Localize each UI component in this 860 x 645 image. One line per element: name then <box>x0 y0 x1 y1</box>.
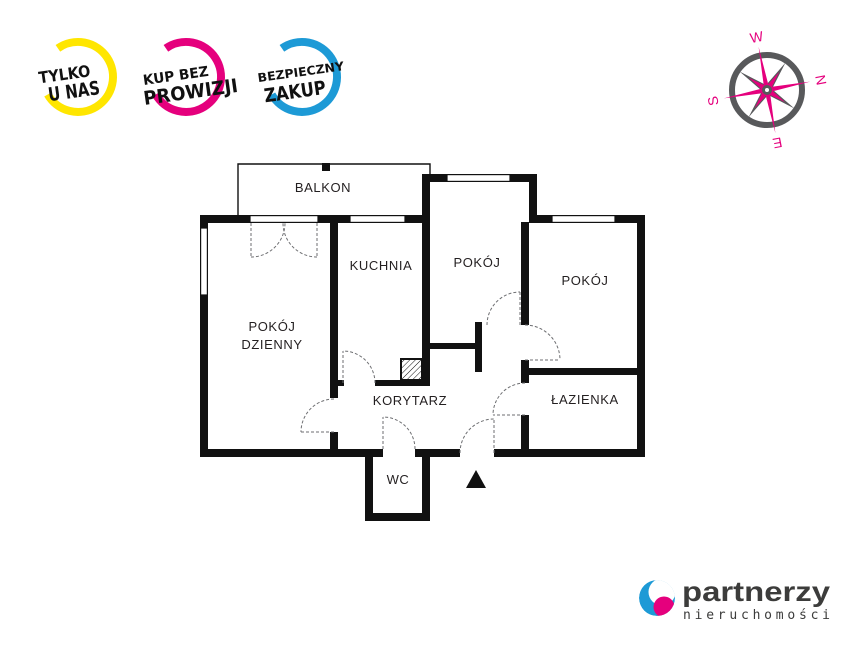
wall-segment <box>615 215 645 223</box>
wall-segment <box>405 215 430 223</box>
wall-segment <box>338 380 344 386</box>
partnerzy-logo-icon <box>639 580 675 616</box>
badge-bezpieczny-zakup: BEZPIECZNY ZAKUP <box>257 38 345 116</box>
door-swing <box>524 324 561 361</box>
wall-segment <box>422 174 447 182</box>
wall-segment <box>330 432 338 449</box>
floor-plan: BALKON KUCHNIA POKÓJ POKÓJ POKÓJ DZIENNY… <box>200 163 645 521</box>
compass-letter-east: E <box>771 134 783 151</box>
window <box>200 227 209 296</box>
wall-segment <box>521 368 645 375</box>
door-swing <box>486 291 521 326</box>
compass-center-dot <box>765 88 769 92</box>
wall-segment <box>318 215 350 223</box>
label-room-middle: POKÓJ <box>453 255 500 270</box>
door-swing <box>382 416 416 450</box>
window <box>551 215 616 224</box>
wall-segment <box>430 343 482 349</box>
label-living-room-line1: POKÓJ <box>248 319 295 334</box>
compass-letter-north: N <box>812 74 830 87</box>
compass-rose-icon: W N E S <box>704 28 830 152</box>
balcony-door-right <box>282 222 318 258</box>
ventilation-shaft <box>400 358 423 381</box>
wall-segment <box>375 380 430 386</box>
badge-text-group: KUP BEZ PROWIZJI <box>142 64 239 110</box>
wall-segment <box>529 215 552 223</box>
wall-segment <box>529 174 537 222</box>
label-room-right: POKÓJ <box>561 273 608 288</box>
wall-segment <box>415 449 460 457</box>
door-swing <box>300 398 335 433</box>
wall-segment <box>422 174 430 386</box>
wall-segment <box>200 449 383 457</box>
kitchen-door <box>342 350 376 384</box>
badge-ring <box>268 38 341 116</box>
wall-segment <box>330 223 338 398</box>
wall-segment <box>200 215 250 223</box>
wall-segment <box>365 449 373 521</box>
logo-tagline: nieruchomości <box>683 608 830 623</box>
door-swing <box>282 222 318 258</box>
balcony-outline <box>237 163 431 215</box>
window <box>349 215 406 224</box>
middle-room-door <box>486 291 521 326</box>
label-bathroom: ŁAZIENKA <box>551 392 619 407</box>
door-swing <box>342 350 376 384</box>
door-swing <box>459 418 495 454</box>
balcony-pillar <box>322 163 330 171</box>
window <box>446 174 511 183</box>
badge-kup-bez-prowizji: KUP BEZ PROWIZJI <box>142 38 239 116</box>
compass-letter-west: W <box>748 28 765 46</box>
wall-segment <box>521 222 529 325</box>
entrance-triangle-icon <box>466 470 486 488</box>
wall-segment <box>494 449 645 457</box>
partnerzy-logo: partnerzy nieruchomości <box>639 576 830 623</box>
right-room-door <box>524 324 561 361</box>
wall-segment <box>365 513 430 521</box>
label-living-room-line2: DZIENNY <box>241 337 302 352</box>
wc-door <box>382 416 416 450</box>
wall-segment <box>422 449 430 521</box>
entrance-door <box>459 418 495 454</box>
wall-segment <box>510 174 537 182</box>
wall-segment <box>200 295 208 457</box>
wall-segment <box>637 215 645 457</box>
door-swing <box>250 222 286 258</box>
bathroom-door <box>492 382 526 416</box>
badge-ring <box>152 38 225 116</box>
compass-letter-south: S <box>704 95 721 107</box>
balcony-door-left <box>250 222 286 258</box>
balcony-door-frame <box>249 215 319 224</box>
badge-ring <box>44 38 117 116</box>
badge-tylko-u-nas: TYLKO U NAS <box>37 38 117 116</box>
compass-ring <box>729 52 805 128</box>
living-room-door <box>300 398 335 433</box>
logo-icon-magenta <box>653 596 675 616</box>
logo-name: partnerzy <box>682 576 830 607</box>
label-wc: WC <box>387 472 410 487</box>
label-corridor: KORYTARZ <box>373 393 447 408</box>
door-swing <box>492 382 526 416</box>
wall-segment <box>475 322 482 372</box>
label-kitchen: KUCHNIA <box>350 258 413 273</box>
label-balcony: BALKON <box>295 180 351 195</box>
wall-segment <box>521 415 529 449</box>
